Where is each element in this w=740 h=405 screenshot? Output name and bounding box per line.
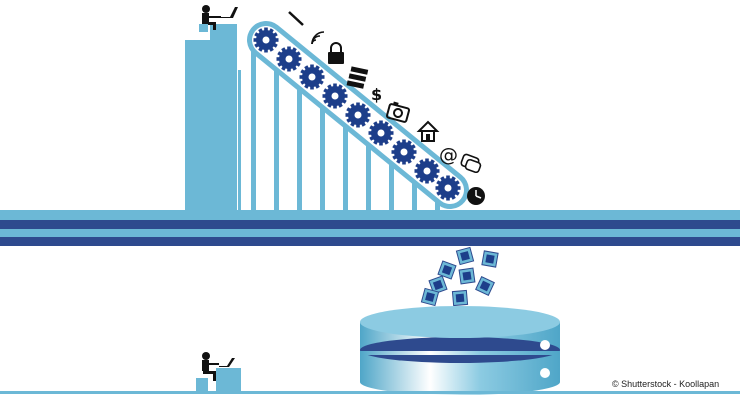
data-chip-icon <box>458 267 476 285</box>
worker-top-figure <box>199 5 238 32</box>
data-chip-icon <box>451 289 469 307</box>
conveyor-gears <box>253 27 461 201</box>
data-chip-icon <box>475 276 495 296</box>
home-icon <box>416 120 440 142</box>
worker-bottom-figure <box>196 352 241 391</box>
indicator-light <box>540 340 550 350</box>
data-chip-icon <box>455 246 475 266</box>
belt-icons: $ @ <box>288 11 485 205</box>
database-cylinder <box>360 306 560 395</box>
at-sign-icon: @ <box>439 144 458 166</box>
data-chip-icon <box>420 287 440 307</box>
tower <box>185 24 241 210</box>
stack-icon <box>346 66 369 89</box>
upper-floor <box>0 210 740 246</box>
falling-data-chips <box>420 246 499 307</box>
dollar-icon: $ <box>371 85 382 104</box>
data-chip-icon <box>481 250 499 268</box>
chat-bubble-icon <box>460 153 482 174</box>
ground-line <box>0 391 740 394</box>
clock-icon <box>467 187 485 205</box>
indicator-light <box>540 368 550 378</box>
pen-icon <box>288 11 304 26</box>
padlock-icon <box>328 42 344 64</box>
copyright-credit: © Shutterstock - Koollapan <box>612 379 720 389</box>
camera-icon <box>385 101 411 123</box>
wifi-icon <box>311 31 325 45</box>
